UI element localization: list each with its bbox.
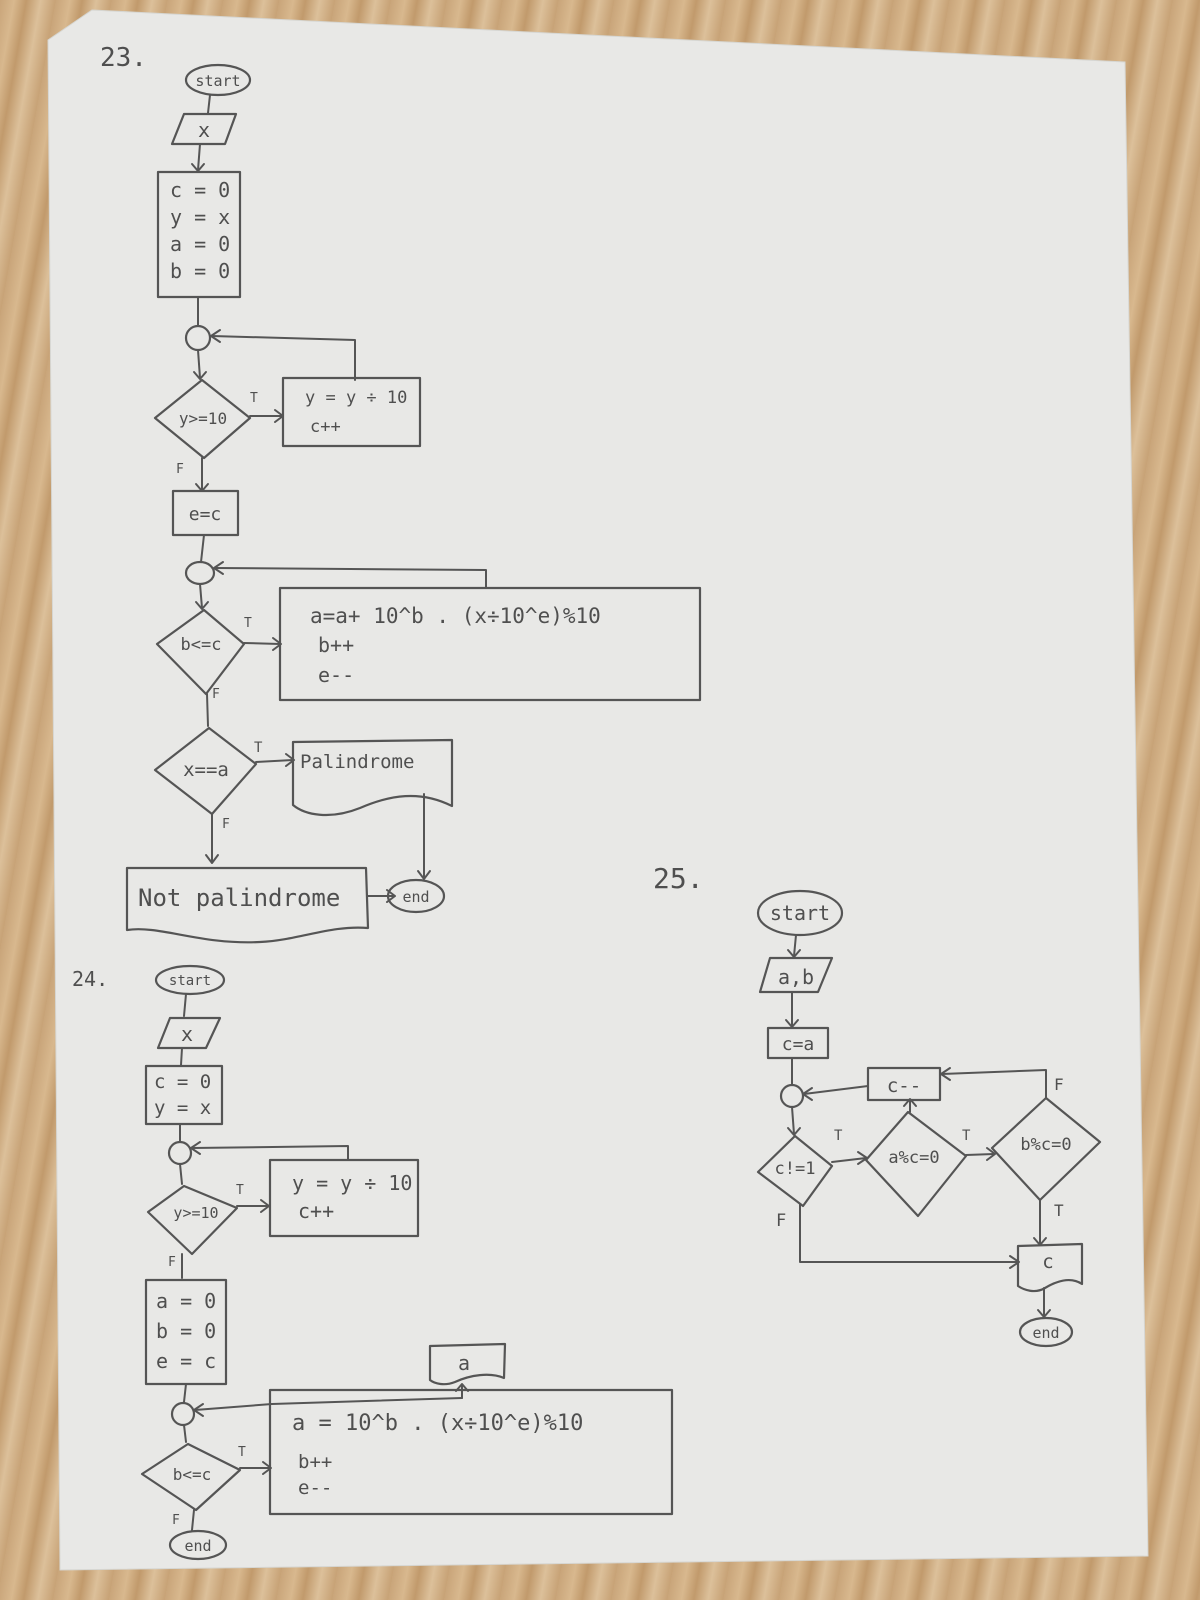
fc24-loop1-false: F [168, 1255, 176, 1270]
fc23-init-2: a = 0 [170, 232, 230, 256]
fc24-loop2-condition: b<=c [173, 1465, 212, 1484]
fc23-loop2-body [278, 586, 702, 702]
fc24-init-0: c = 0 [154, 1071, 211, 1093]
fc25-check1-decision [864, 1110, 968, 1218]
fc23-loop1-body-1: c++ [310, 417, 341, 437]
fc24-output-box [428, 1342, 507, 1386]
fc23-check-condition: x==a [183, 759, 229, 781]
fc25-input-box [758, 956, 834, 994]
fc23-init-1: y = x [170, 205, 230, 229]
fc24-loop2-body [268, 1388, 674, 1516]
fc24-init-1: y = x [154, 1097, 211, 1119]
fc23-start-label: start [195, 72, 240, 90]
fc24-input-label: x [181, 1022, 193, 1046]
fc25-assign-box [766, 1026, 830, 1060]
fc23-init-0: c = 0 [170, 178, 230, 202]
fc24-start-label: start [169, 973, 211, 989]
fc23-assign-box [171, 489, 240, 537]
fc25-check1-condition: a%c=0 [888, 1148, 939, 1168]
fc25-start-terminal [756, 889, 844, 937]
fc24-loop1-decision [146, 1184, 239, 1256]
fc24-loop2-decision [140, 1442, 242, 1512]
fc24-input-box [156, 1016, 222, 1050]
fc23-loop1-body [281, 376, 422, 448]
fc25-loop-true: T [834, 1128, 843, 1144]
fc23-output-true [291, 738, 454, 817]
fc23-end-label: end [402, 888, 429, 906]
fc23-loop1-true: T [250, 391, 258, 406]
fc23-input-box [170, 112, 238, 146]
fc25-output-label: c [1042, 1251, 1053, 1273]
fc23-loop2-false: F [212, 687, 220, 702]
fc23-end-terminal [386, 878, 446, 914]
fc24-loop1-body [268, 1158, 420, 1238]
fc25-check2-true: T [1054, 1201, 1064, 1220]
fc25-start-label: start [770, 901, 830, 925]
fc23-loop1-decision [153, 378, 252, 460]
fc23-loop1-false: F [176, 462, 184, 477]
fc25-assign-label: c=a [782, 1034, 815, 1055]
fc25-end-terminal [1018, 1316, 1074, 1348]
fc24-loop2-body-0: a = 10^b . (x÷10^e)%10 [292, 1411, 583, 1436]
fc23-number: 23. [100, 43, 147, 73]
fc23-input-label: x [198, 118, 210, 142]
fc25-output-box [1016, 1242, 1084, 1293]
fc25-number: 25. [653, 862, 704, 895]
fc24-loop1-body-0: y = y ÷ 10 [292, 1171, 412, 1195]
fc24-init-box [144, 1064, 224, 1126]
fc24-end-label: end [184, 1537, 211, 1555]
fc24-number: 24. [72, 967, 108, 991]
fc24-loop2-body-2: e-- [298, 1477, 332, 1499]
fc24-output-label: a [458, 1351, 470, 1375]
fc24-init2-2: e = c [156, 1349, 216, 1373]
fc24-loop1-condition: y>=10 [173, 1204, 218, 1222]
fc23-loop2-true: T [244, 616, 252, 631]
fc25-check2-condition: b%c=0 [1020, 1135, 1071, 1155]
fc25-check2-false: F [1054, 1075, 1064, 1094]
fc25-decrement-label: c-- [887, 1075, 921, 1097]
fc24-end-terminal [168, 1529, 228, 1561]
fc24-loop2-false: F [172, 1513, 180, 1528]
fc23-output-false [125, 866, 370, 944]
fc23-check-false: F [222, 817, 230, 832]
fc23-loop2-body-0: a=a+ 10^b . (x÷10^e)%10 [310, 604, 601, 628]
fc23-loop2-body-1: b++ [318, 633, 354, 657]
fc23-assign-label: e=c [189, 504, 222, 525]
fc23-init-3: b = 0 [170, 259, 230, 283]
fc23-output-true-label: Palindrome [300, 751, 414, 773]
fc25-loop-decision [756, 1134, 834, 1208]
fc24-loop1-true: T [236, 1183, 244, 1198]
fc25-loop-false: F [776, 1211, 786, 1231]
fc23-check-true: T [254, 740, 263, 756]
fc25-check1-true: T [962, 1128, 971, 1144]
paper-sheet [47, 9, 1149, 1571]
fc24-init2-0: a = 0 [156, 1289, 216, 1313]
fc23-loop2-body-2: e-- [318, 663, 354, 687]
fc25-input-label: a,b [778, 965, 814, 989]
fc23-loop2-condition: b<=c [181, 635, 222, 655]
fc24-start-terminal [154, 964, 226, 996]
fc25-end-label: end [1032, 1324, 1059, 1342]
fc25-loop-condition: c!=1 [775, 1159, 816, 1179]
fc23-output-false-label: Not palindrome [138, 884, 340, 912]
fc24-loop1-body-1: c++ [298, 1199, 334, 1223]
fc24-init2-1: b = 0 [156, 1319, 216, 1343]
fc24-loop2-true: T [238, 1445, 246, 1460]
fc23-loop1-body-0: y = y ÷ 10 [305, 388, 407, 408]
fc24-loop2-body-1: b++ [298, 1451, 332, 1473]
fc23-loop1-condition: y>=10 [179, 409, 227, 428]
fc25-decrement-box [866, 1066, 942, 1102]
fc23-start-terminal [184, 63, 252, 97]
